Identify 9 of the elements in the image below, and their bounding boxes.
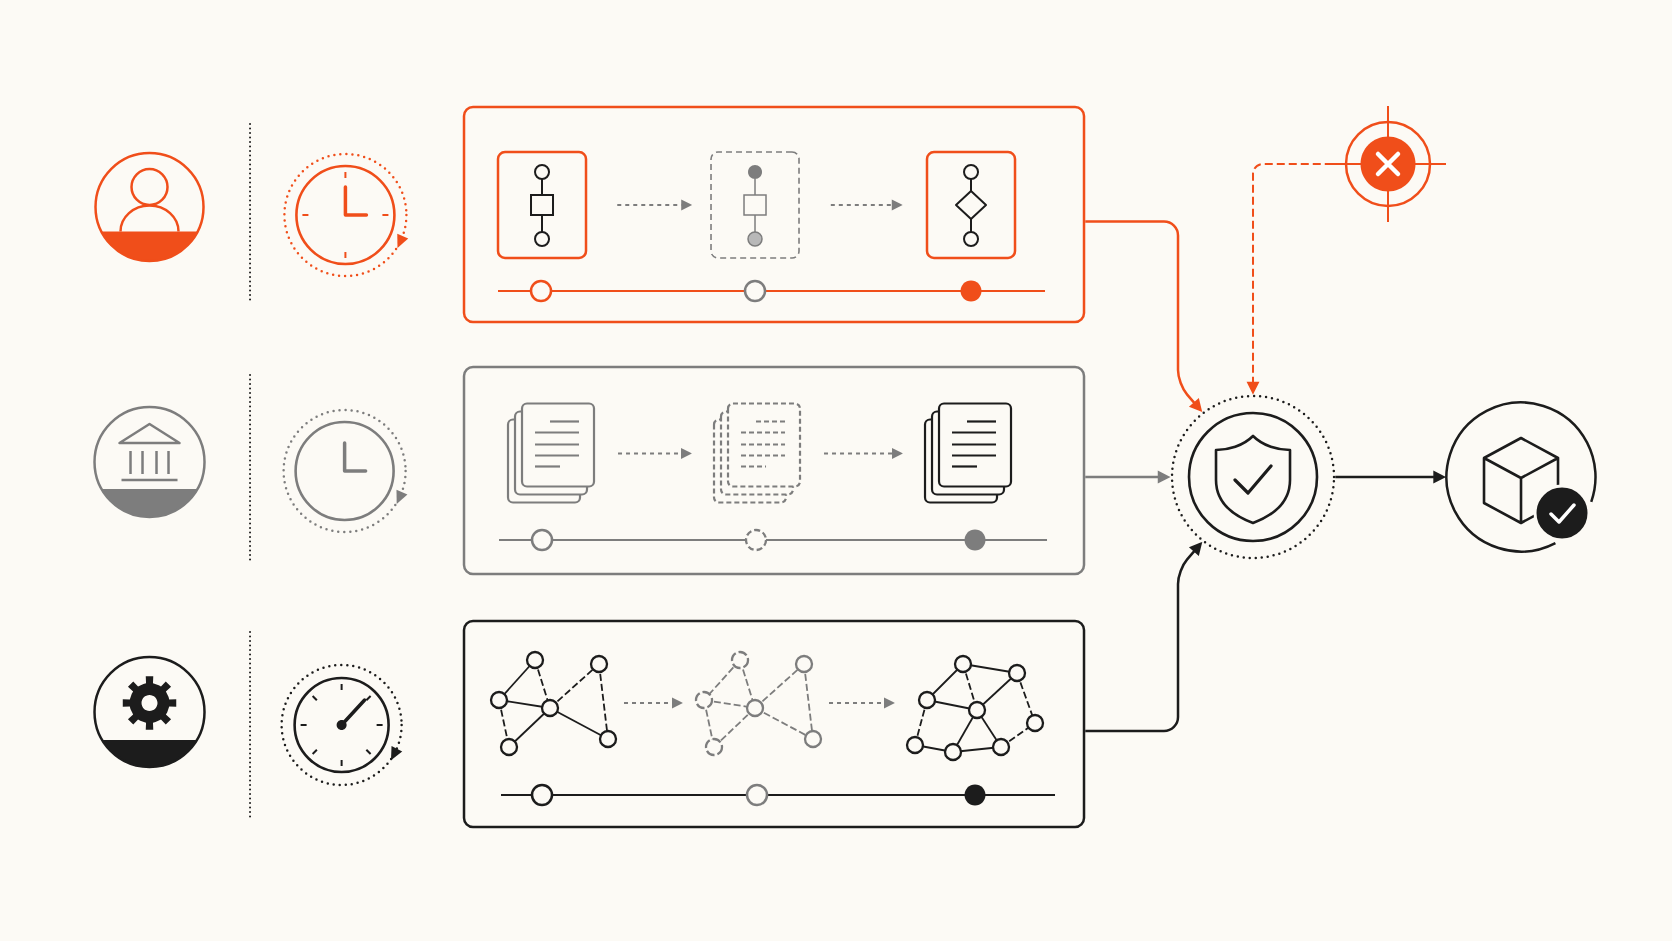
process-panel xyxy=(462,365,1086,576)
network-graph-icon xyxy=(694,650,823,757)
process-panel xyxy=(462,619,1086,829)
document-stack-icon xyxy=(923,402,1013,504)
process-panel xyxy=(462,105,1086,324)
network-graph-icon xyxy=(489,650,618,757)
document-stack-icon xyxy=(712,402,802,504)
document-stack-icon xyxy=(506,402,596,504)
network-graph-icon xyxy=(905,654,1045,762)
